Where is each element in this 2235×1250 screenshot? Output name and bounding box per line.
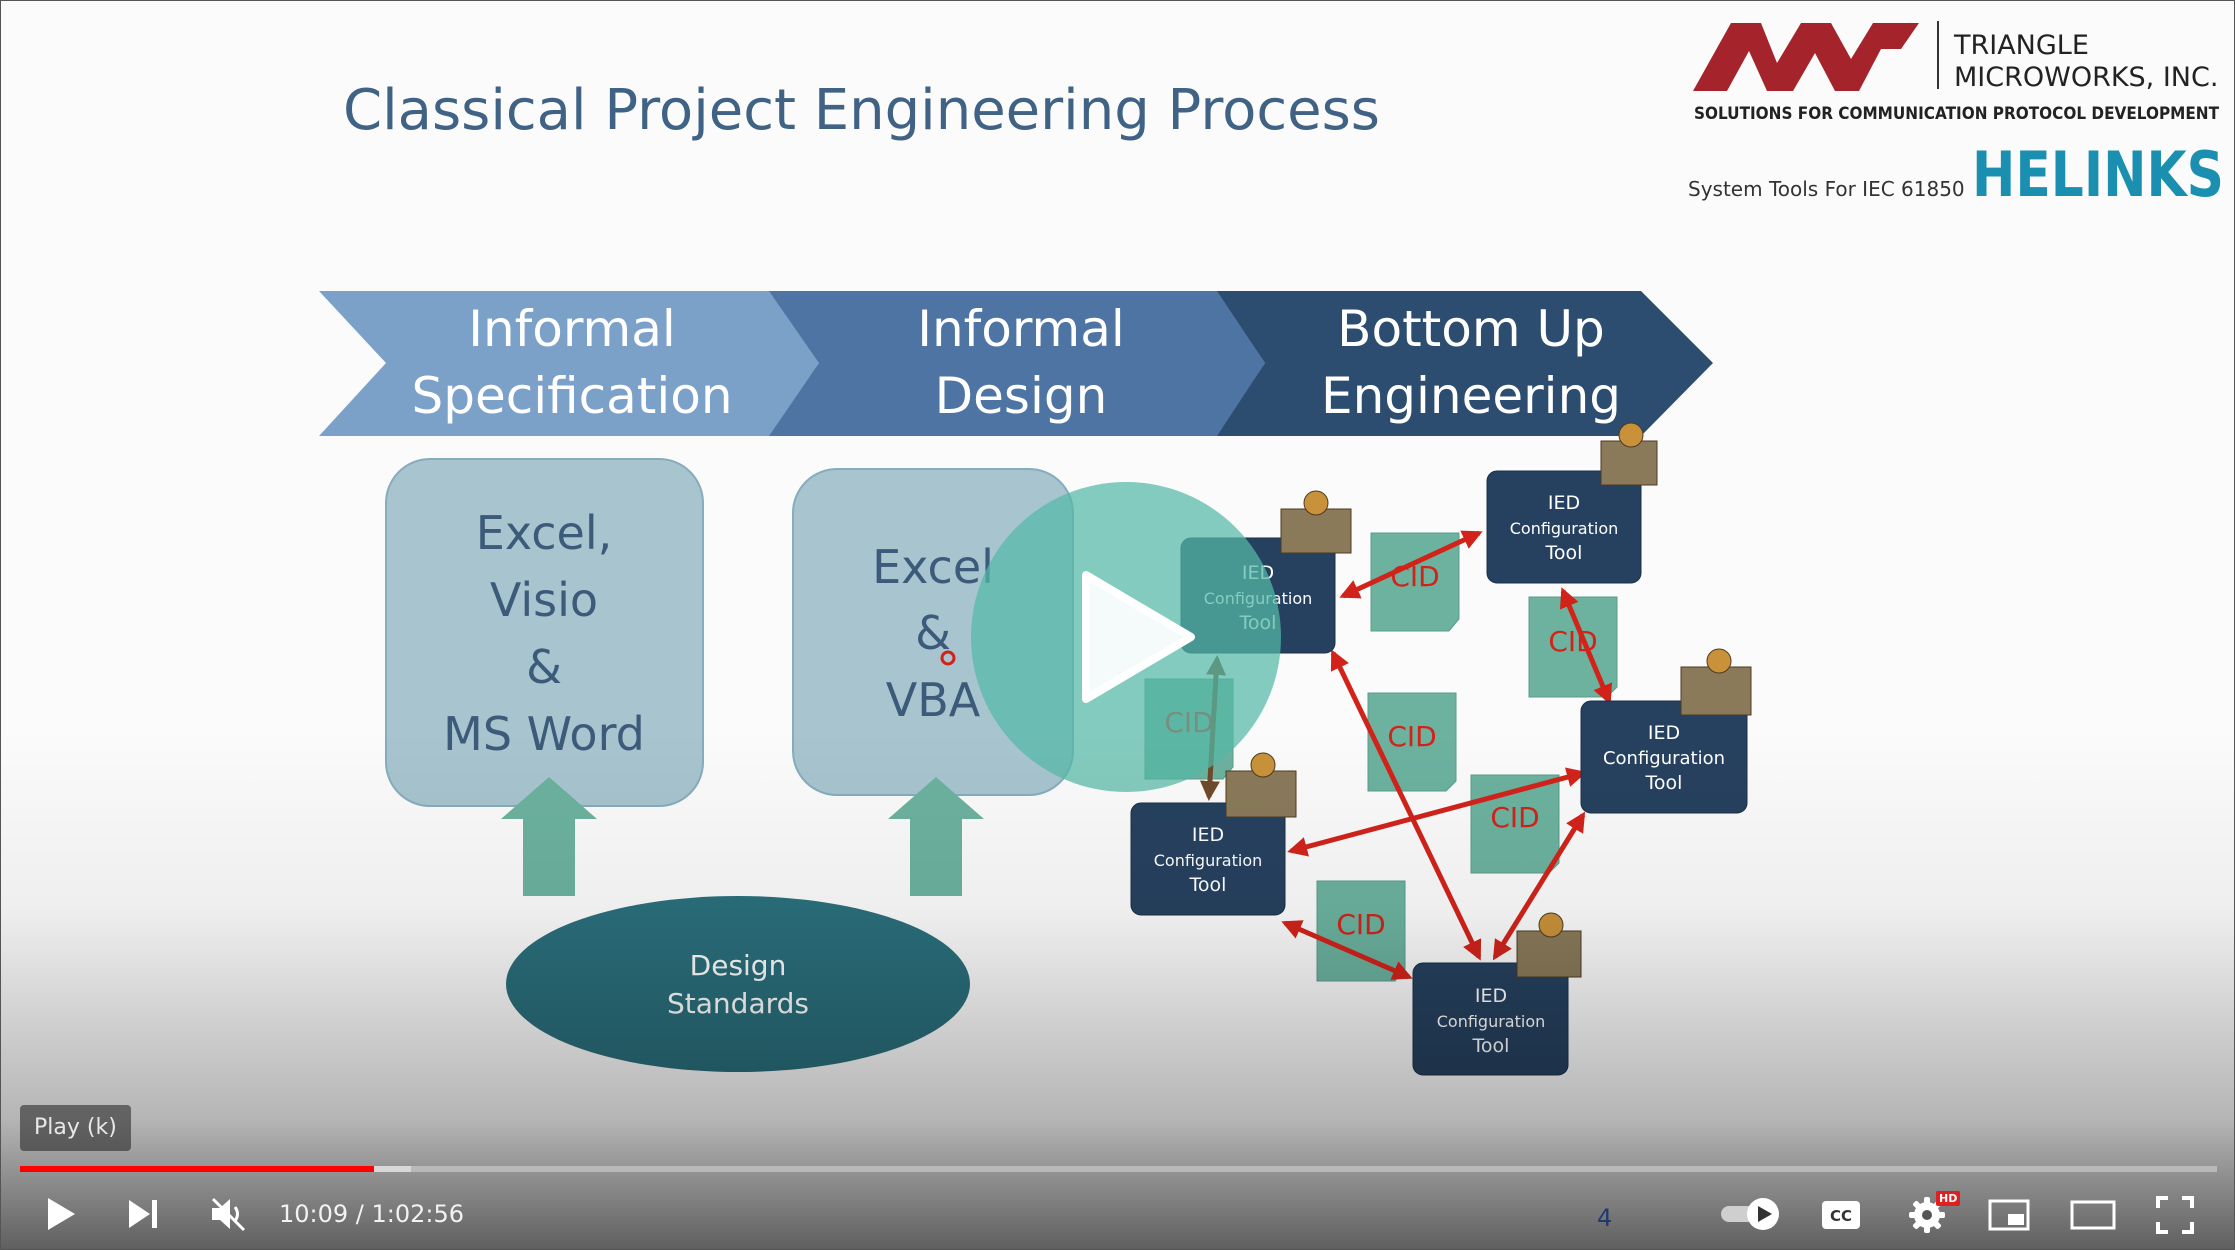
cid-document: CID: [1316, 880, 1406, 982]
ied-configuration-tool: IED Configuration Tool: [1412, 912, 1582, 1076]
gear-icon: [1909, 1197, 1945, 1233]
svg-text:CC: CC: [1830, 1207, 1852, 1225]
phase-chevron-design: [769, 291, 1265, 436]
svg-text:IED: IED: [1192, 824, 1224, 846]
autoplay-toggle[interactable]: [1719, 1196, 1783, 1232]
phase-label: Specification: [411, 367, 732, 425]
hd-badge: HD: [1936, 1191, 1961, 1206]
time-current: 10:09: [279, 1200, 349, 1228]
phase-label: Bottom Up: [1337, 300, 1605, 358]
mute-button[interactable]: [206, 1193, 250, 1235]
svg-text:IED: IED: [1548, 492, 1580, 514]
triangle-microworks-logo: TRIANGLE MICROWORKS, INC. SOLUTIONS FOR …: [1693, 21, 2219, 124]
spec-tools-line: MS Word: [443, 707, 645, 761]
svg-text:IED: IED: [1475, 985, 1507, 1007]
time-total: 1:02:56: [371, 1200, 465, 1228]
svg-text:IED: IED: [1648, 722, 1680, 744]
cid-document: CID: [1367, 692, 1457, 792]
ied-configuration-tool: IED Configuration Tool: [1486, 422, 1658, 584]
svg-text:Tool: Tool: [1545, 542, 1583, 564]
tmw-logo-mark: [1693, 23, 1919, 91]
subtagline: System Tools For IEC 61850: [1688, 177, 1965, 201]
progress-played: [20, 1166, 374, 1172]
svg-text:CID: CID: [1387, 720, 1436, 753]
fullscreen-icon: [2156, 1196, 2194, 1234]
slide-title: Classical Project Engineering Process: [343, 78, 1380, 143]
helinks-logo: HELINKS: [1972, 138, 2224, 211]
phase-chevron-specification: [319, 291, 819, 436]
cc-icon: CC: [1822, 1201, 1860, 1229]
time-separator: /: [348, 1200, 372, 1228]
spec-tools-line: Visio: [490, 573, 598, 627]
spec-tools-line: &: [526, 640, 562, 694]
autoplay-toggle-icon: [1721, 1198, 1779, 1230]
captions-button[interactable]: CC: [1819, 1197, 1863, 1233]
svg-text:CID: CID: [1336, 908, 1385, 941]
large-play-overlay[interactable]: [971, 482, 1281, 792]
play-icon: [1082, 571, 1195, 703]
miniplayer-icon: [1988, 1199, 2030, 1231]
phase-label: Informal: [917, 300, 1125, 358]
svg-text:Tool: Tool: [1189, 874, 1227, 896]
play-tooltip: Play (k): [20, 1105, 131, 1151]
spec-tools-line: Excel,: [476, 506, 612, 560]
svg-text:Configuration: Configuration: [1510, 519, 1619, 538]
design-tools-line: Excel: [872, 540, 994, 594]
miniplayer-button[interactable]: [1987, 1197, 2031, 1233]
company-tagline: SOLUTIONS FOR COMMUNICATION PROTOCOL DEV…: [1694, 104, 2219, 124]
theater-mode-button[interactable]: [2069, 1198, 2117, 1232]
company-name-line1: TRIANGLE: [1953, 30, 2089, 61]
svg-text:Configuration: Configuration: [1603, 748, 1725, 769]
muted-volume-icon: [211, 1197, 246, 1232]
svg-text:CID: CID: [1490, 801, 1539, 834]
design-standards-line: Standards: [667, 987, 809, 1020]
design-tools-line: &: [915, 606, 951, 660]
phase-label: Design: [935, 367, 1108, 425]
chapter-number: 4: [1597, 1204, 1613, 1232]
phase-label: Engineering: [1321, 367, 1621, 425]
theater-mode-icon: [2070, 1200, 2116, 1230]
cursor-dot: [940, 650, 956, 666]
time-display: 10:09 / 1:02:56: [279, 1197, 464, 1231]
svg-text:Tool: Tool: [1645, 772, 1683, 794]
progress-bar[interactable]: [20, 1166, 2217, 1172]
phase-chevron-engineering: [1217, 291, 1713, 436]
svg-text:Configuration: Configuration: [1437, 1012, 1546, 1031]
play-icon: [48, 1198, 75, 1230]
design-tools-line: VBA: [886, 673, 981, 727]
phase-label: Informal: [468, 300, 676, 358]
fullscreen-button[interactable]: [2153, 1195, 2197, 1235]
svg-text:Tool: Tool: [1472, 1035, 1510, 1057]
svg-text:Configuration: Configuration: [1154, 851, 1263, 870]
settings-button[interactable]: [1905, 1194, 1949, 1236]
design-standards-ellipse: [506, 896, 970, 1072]
company-name-line2: MICROWORKS, INC.: [1954, 62, 2218, 93]
design-standards-line: Design: [690, 949, 787, 982]
next-button[interactable]: [123, 1193, 163, 1235]
next-icon: [129, 1200, 157, 1228]
play-button[interactable]: [41, 1191, 81, 1237]
